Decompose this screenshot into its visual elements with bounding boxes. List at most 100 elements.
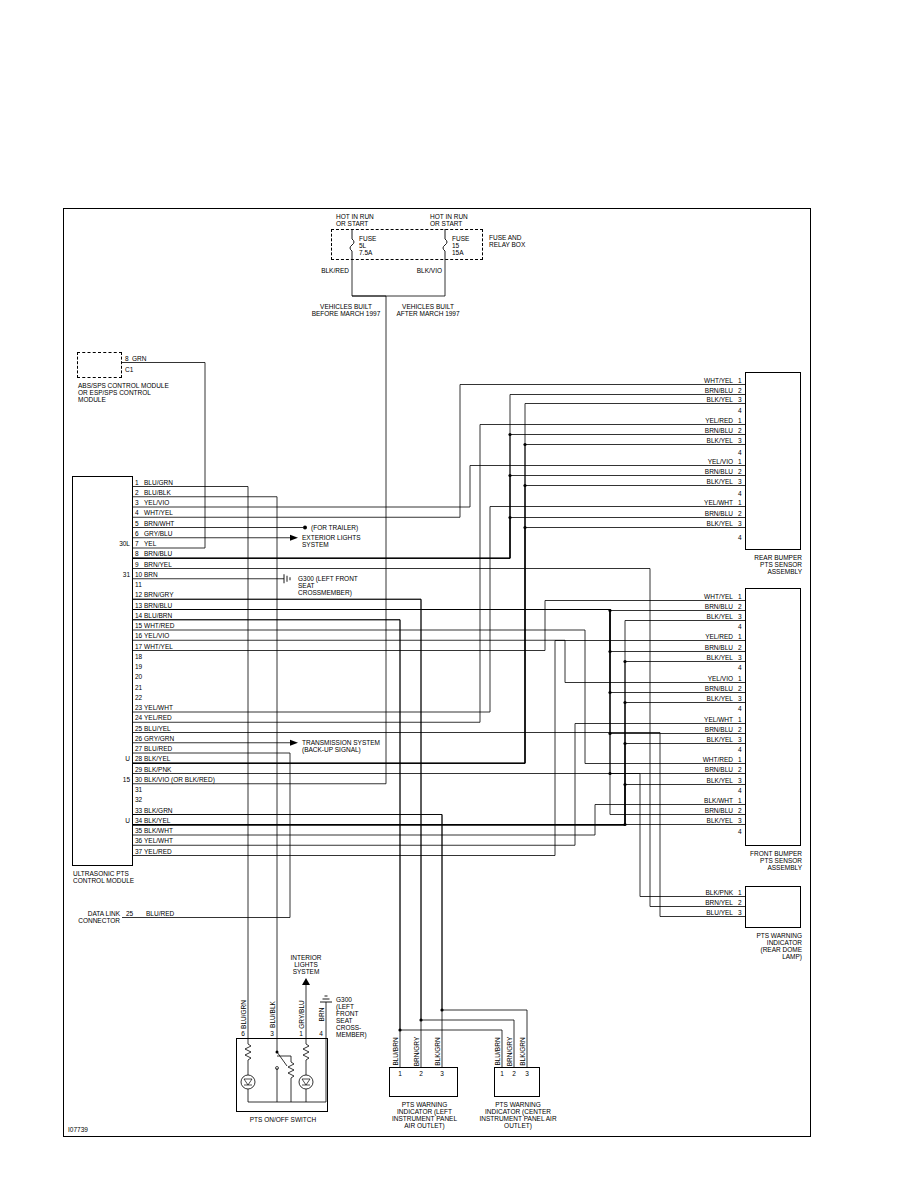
text-holder: 31 [135,786,143,793]
text-holder: BLU/GRN [240,1000,247,1029]
wire-label: BRN/YEL [705,899,733,906]
backup-signal-wire [133,742,290,743]
wire-label: 20 [135,673,143,680]
text-holder: BLK/WHT [144,827,173,834]
wire-label: YEL/WHT [704,499,733,506]
text-holder: BLK/YEL [706,478,733,485]
wire-label: WHT/RED [702,756,733,763]
wire-label: 36 [135,837,143,844]
text-holder: 1 [738,417,742,424]
text-holder: (FOR TRAILER) [311,524,359,531]
text-holder: 23 [135,704,143,711]
text-holder: 19 [135,663,143,670]
text-holder: WHT/YEL [704,377,733,384]
wire-label: 4 [738,534,742,541]
text-holder: 2 [738,427,742,434]
ground-wire [133,578,284,579]
wire-label: 6 [135,530,139,537]
wire-label: 30L [119,540,130,547]
text-holder: 14 [135,612,143,619]
wire-label: 2 [738,427,742,434]
wire [133,610,745,734]
text-holder: BLU/BRN [494,1037,501,1066]
wire-label: 2 [738,644,742,651]
wire-label: 2 [738,685,742,692]
text-holder: 15 [122,776,130,783]
text-holder: BRN/YEL [144,561,172,568]
wire-label: GRY/BLU [144,530,173,537]
wire-label: 3 [738,520,742,527]
wire-label: (FOR TRAILER) [311,524,359,531]
text-holder: BRN/WHT [144,520,175,527]
text-holder: BLK/PNK [705,889,733,896]
text-holder: HOT IN RUN OR START [336,213,378,227]
wire-label: 10 [135,571,143,578]
wire-label: 1 [738,417,742,424]
text-holder: HOT IN RUN OR START [430,213,472,227]
wire-label: 26 [135,735,143,742]
wire-label: 4 [738,490,742,497]
text-holder: 2 [135,489,139,496]
wire-label: YEL [144,540,157,547]
text-holder: 2 [738,807,742,814]
wire-label: 1 [398,1070,402,1077]
wire-label: 1 [738,716,742,723]
wire-label: BLK/GRN [519,1037,526,1066]
text-holder: 13 [135,602,143,609]
wire-label: YEL/VIO [144,499,170,506]
wire-label: 21 [135,684,143,691]
wire [133,610,745,693]
text-holder: BLK/YEL [706,613,733,620]
wire-label: 1 [738,675,742,682]
splice-dot [608,691,611,694]
text-holder: YEL/WHT [704,499,733,506]
splice-dot [508,433,511,436]
text-holder: 4 [738,787,742,794]
wire [133,395,745,559]
splice-dot [608,650,611,653]
wire-label: 2 [738,807,742,814]
text-holder: 22 [135,694,143,701]
text-holder: 16 [135,632,143,639]
text-holder: 4 [738,449,742,456]
wire-label: BRN/GRY [506,1036,513,1066]
text-holder: BRN/BLU [704,427,733,434]
text-holder: 1 [738,499,742,506]
text-holder: BLK/WHT [704,797,733,804]
wire [133,260,386,784]
wire-label: I07739 [68,1126,88,1133]
wire-label: 3 [738,736,742,743]
wire [133,486,745,764]
node-label: PTS WARNING INDICATOR (LEFT INSTRUMENT P… [387,1101,463,1129]
wire-label: BLK/WHT [704,797,733,804]
wire-label: 29 [135,766,143,773]
node-label: ULTRASONIC PTS CONTROL MODULE [73,870,145,884]
text-holder: BLK/VIO [416,267,442,274]
wire-label: 3 [738,437,742,444]
wire-label: BLK/PNK [705,889,733,896]
text-holder: BLK/YEL [706,736,733,743]
splice-dot [523,526,526,529]
node-label: HOT IN RUN OR START [430,213,472,227]
text-holder: 4 [738,490,742,497]
text-holder: 1 [738,756,742,763]
wire-label: 15 [122,776,130,783]
wire [133,815,442,1068]
wire-label: 28 [135,755,143,762]
text-holder: 3 [738,654,742,661]
text-holder: 8 [135,550,139,557]
wire-label: 3 [738,777,742,784]
text-holder: BRN [144,571,158,578]
text-holder: 24 [135,714,143,721]
text-holder: 11 [135,581,142,588]
wire [133,815,527,1068]
text-holder: WHT/RED [144,622,175,629]
wire [133,476,745,559]
text-holder: 20 [135,673,143,680]
text-holder: 30 [135,776,143,783]
wire [133,497,277,1038]
wire-label: 4 [319,1030,323,1037]
text-holder: PTS WARNING INDICATOR (LEFT INSTRUMENT P… [387,1101,463,1129]
wire-label: 3 [525,1070,529,1077]
text-holder: WHT/RED [702,756,733,763]
